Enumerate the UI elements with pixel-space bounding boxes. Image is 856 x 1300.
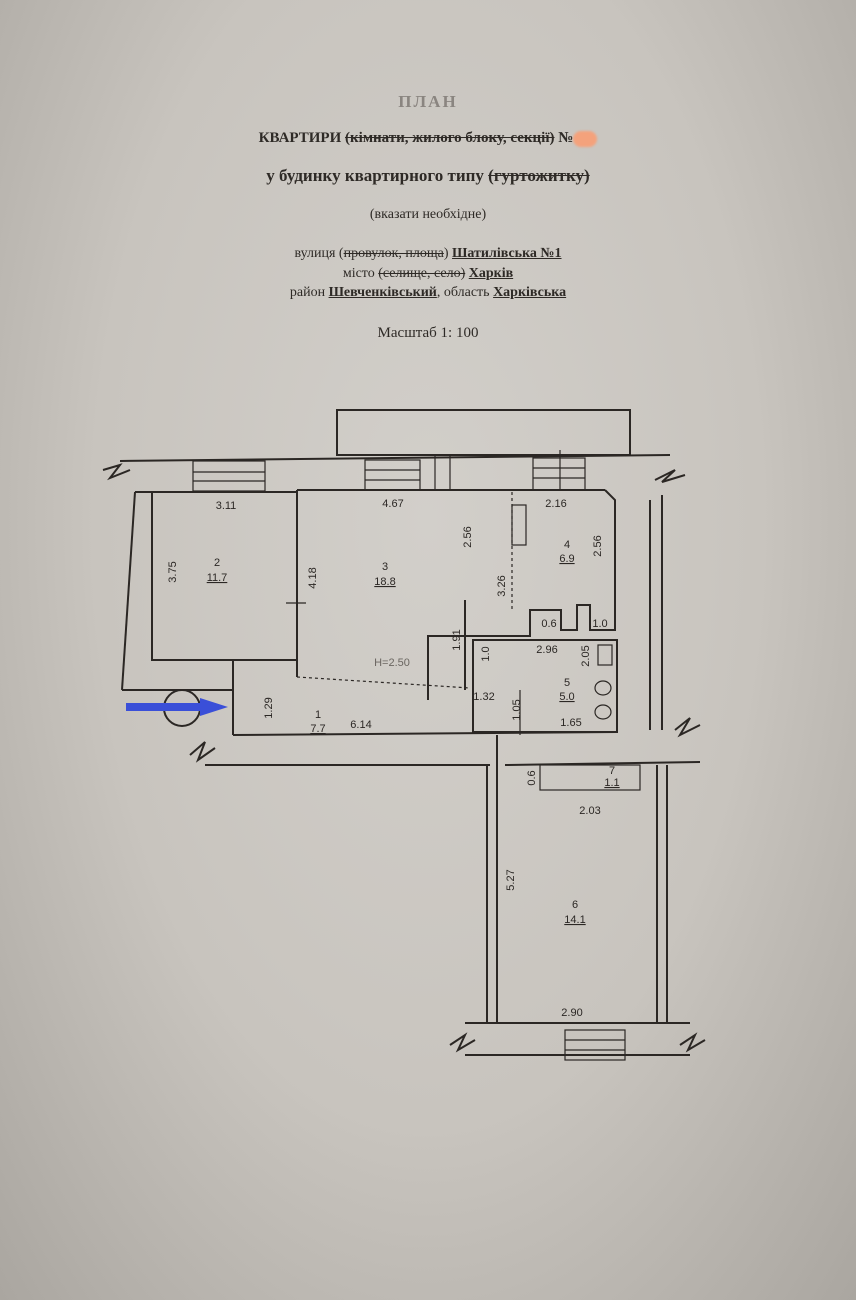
room-2-area: 11.7 <box>207 572 228 584</box>
dim-2-05: 2.05 <box>580 645 592 666</box>
building-type: у будинку квартирного типу <box>266 166 484 185</box>
dim-2-03: 2.03 <box>579 805 600 817</box>
dim-1-32: 1.32 <box>473 691 494 703</box>
dim-1-0-b: 1.0 <box>480 646 492 661</box>
street-line: вулиця (провулок, площа) Шатилівська №1 <box>0 246 856 262</box>
dim-3-75: 3.75 <box>167 561 179 582</box>
district-value: Шевченківський <box>328 285 437 300</box>
room-2-number: 2 <box>214 557 220 569</box>
room-4-number: 4 <box>564 539 570 551</box>
street-paren: ) <box>443 246 449 261</box>
struck-street-options: провулок, площа <box>343 246 444 261</box>
dim-4-18: 4.18 <box>307 567 319 588</box>
dim-4-67: 4.67 <box>382 498 403 510</box>
dimension-labels: 3.11 4.67 2.16 3.75 4.18 2.56 2.56 3.26 … <box>167 498 608 1019</box>
district-label: район <box>289 285 326 300</box>
dim-0-6-a: 0.6 <box>541 618 556 630</box>
room-3-area: 18.8 <box>374 576 395 588</box>
title-line-apartment: КВАРТИРИ (кімнати, жилого блоку, секції)… <box>0 130 856 147</box>
entrance-arrow-icon <box>126 698 228 716</box>
region-value: Харківська <box>493 285 567 300</box>
room-6-area: 14.1 <box>564 914 585 926</box>
room-1-number: 1 <box>315 709 321 721</box>
room-5-number: 5 <box>564 677 570 689</box>
room-walls <box>151 489 706 1061</box>
scale-label: Масштаб 1: 100 <box>377 325 479 341</box>
redacted-number <box>573 130 598 147</box>
apartment-label: КВАРТИРИ <box>258 130 342 146</box>
dim-1-0-a: 1.0 <box>592 618 607 630</box>
city-label: місто <box>342 266 375 281</box>
sink-icon <box>597 644 613 666</box>
dim-1-05: 1.05 <box>511 699 523 720</box>
dim-1-29: 1.29 <box>263 697 275 718</box>
stove-icon <box>511 504 527 546</box>
dim-0-6-b: 0.6 <box>526 770 538 785</box>
street-label: вулиця ( <box>294 246 344 261</box>
number-sign: № <box>558 130 574 146</box>
city-value: Харків <box>468 266 514 281</box>
dim-2-56-b: 2.56 <box>592 535 604 556</box>
dim-2-56-a: 2.56 <box>462 526 474 547</box>
struck-options: (кімнати, жилого блоку, секції) <box>345 130 555 146</box>
toilet-icon <box>594 680 612 696</box>
street-value: Шатилівська №1 <box>452 246 562 261</box>
city-line: місто (селище, село) Харків <box>0 266 856 282</box>
dim-6-14: 6.14 <box>350 719 371 731</box>
title-line-building: у будинку квартирного типу (гуртожитку) <box>0 166 856 186</box>
dim-2-96: 2.96 <box>536 644 557 656</box>
instruction-note: (вказати необхідне) <box>369 207 487 222</box>
struck-city-options: (селище, село) <box>378 266 466 281</box>
dim-3-11: 3.11 <box>216 500 237 512</box>
room-labels: 1 7.7 2 11.7 3 18.8 4 6.9 5 5.0 6 14.1 7… <box>207 539 620 926</box>
struck-dormitory: (гуртожитку) <box>488 166 590 185</box>
district-line: район Шевченківський, область Харківська <box>0 285 856 301</box>
room-5-area: 5.0 <box>559 691 574 703</box>
dim-2-16: 2.16 <box>545 498 566 510</box>
fixtures <box>163 504 613 727</box>
ceiling-height: H=2.50 <box>374 657 410 669</box>
dim-2-90: 2.90 <box>561 1007 582 1019</box>
region-label: , область <box>436 285 490 300</box>
room-7-number: 7 <box>609 765 615 777</box>
room-1-area: 7.7 <box>310 723 325 735</box>
dim-1-65: 1.65 <box>560 717 581 729</box>
room-4-area: 6.9 <box>559 553 574 565</box>
room-6-number: 6 <box>572 899 578 911</box>
dim-5-27: 5.27 <box>505 869 517 890</box>
document-title: ПЛАН <box>398 92 458 111</box>
dim-3-26: 3.26 <box>496 575 508 596</box>
room-7-area: 1.1 <box>604 777 619 789</box>
dim-1-91: 1.91 <box>451 629 463 650</box>
bath-icon <box>594 704 612 720</box>
room-3-number: 3 <box>382 561 388 573</box>
